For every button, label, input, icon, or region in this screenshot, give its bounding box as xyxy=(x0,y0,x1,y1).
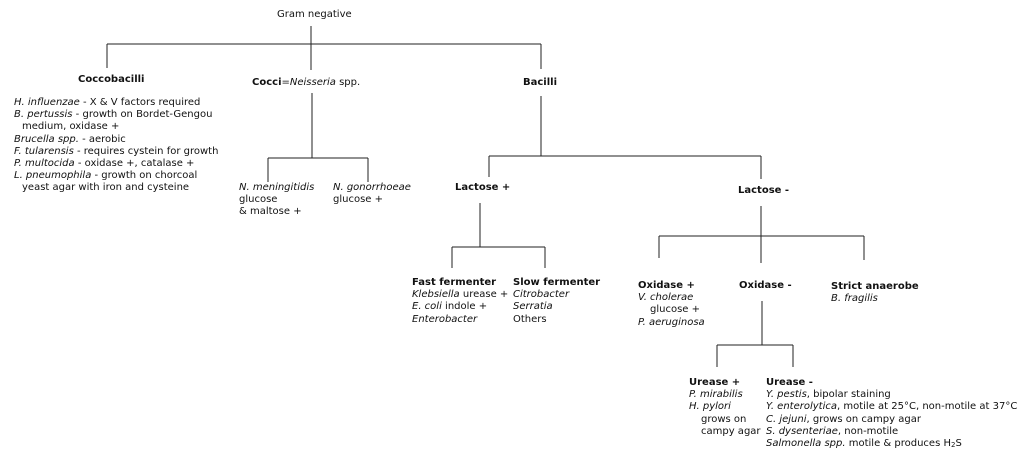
text-label: V. cholerae xyxy=(638,292,694,304)
text-label: S. dysenteriae xyxy=(766,425,838,437)
node-gram-negative: Gram negative xyxy=(277,9,352,21)
text-label: glucose xyxy=(239,194,278,206)
list-item-continuation: yeast agar with iron and cysteine xyxy=(22,182,190,194)
text-label: Oxidase + xyxy=(638,280,695,291)
coccobacilli-list: H. influenzae - X & V factors required B… xyxy=(14,97,218,195)
text-label: - growth on Bordet-Gengou xyxy=(72,109,213,121)
list-item: F. tularensis - requires cystein for gro… xyxy=(14,146,218,158)
list-item: Others xyxy=(513,313,547,325)
gram-negative-label: Gram negative xyxy=(277,9,352,20)
text-label: - requires cystein for growth xyxy=(73,145,219,157)
text-label: campy agar xyxy=(701,425,761,437)
text-label: Y. pestis xyxy=(766,389,807,401)
text-label: glucose + xyxy=(650,304,700,316)
list-item: Serratia xyxy=(513,301,553,313)
list-item: Y. pestis, bipolar staining xyxy=(766,389,1017,401)
text-label: , non-motile xyxy=(837,425,899,437)
text-label: Fast fermenter xyxy=(412,277,497,288)
node-slow-fermenter: Slow fermenter Citrobacter Serratia Othe… xyxy=(513,277,600,326)
text-label: Neisseria xyxy=(289,77,336,88)
node-urease-pos: Urease + P. mirabilis H. pylori grows on… xyxy=(689,377,761,438)
list-item: Citrobacter xyxy=(513,289,570,301)
text-label: spp. xyxy=(335,77,361,88)
text-label: Cocci xyxy=(252,77,282,88)
list-item: B. pertussis - growth on Bordet-Gengou xyxy=(14,109,218,121)
text-label: L. pneumophila xyxy=(14,170,92,182)
list-item: Enterobacter xyxy=(412,314,508,326)
node-urease-neg: Urease - Y. pestis, bipolar staining Y. … xyxy=(766,377,1017,450)
text-label: - growth on chorcoal xyxy=(91,170,198,182)
list-item-continuation: medium, oxidase + xyxy=(22,121,120,133)
text-label: 2 xyxy=(951,441,956,450)
node-fast-fermenter: Fast fermenter Klebsiella urease + E. co… xyxy=(412,277,508,326)
text-label: Urease - xyxy=(766,377,813,388)
text-label: , grows on campy agar xyxy=(806,413,921,425)
text-label: - aerobic xyxy=(78,133,126,145)
list-item: Y. enterolytica, motile at 25°C, non-mot… xyxy=(766,401,1017,413)
text-label: urease + xyxy=(459,289,509,301)
list-item: C. jejuni, grows on campy agar xyxy=(766,414,1017,426)
text-label: H. pylori xyxy=(689,401,731,413)
node-n-meningitidis: N. meningitidis glucose & maltose + xyxy=(239,182,314,219)
node-coccobacilli-title: Coccobacilli xyxy=(78,74,144,86)
node-lactose-neg-title: Lactose - xyxy=(738,185,789,197)
text-label: B. fragilis xyxy=(831,293,878,305)
text-label: indole + xyxy=(441,301,488,313)
node-bacilli-title: Bacilli xyxy=(523,77,557,89)
text-label: Salmonella spp. xyxy=(766,438,846,450)
text-label: Y. enterolytica xyxy=(766,401,837,413)
text-label: Lactose - xyxy=(738,185,790,196)
text-label: = xyxy=(281,77,290,88)
node-strict-anaerobe: Strict anaerobe B. fragilis xyxy=(831,281,919,305)
text-label: Slow fermenter xyxy=(513,277,601,288)
node-oxidase-neg-title: Oxidase - xyxy=(739,280,792,292)
list-item: Salmonella spp. motile & produces H2S xyxy=(766,438,1017,450)
text-label: E. coli xyxy=(412,301,442,313)
text-label: Strict anaerobe xyxy=(831,281,919,292)
text-label: C. jejuni xyxy=(766,413,807,425)
text-label: Brucella spp. xyxy=(14,133,79,145)
text-label: , bipolar staining xyxy=(806,389,891,401)
text-label: P. multocida xyxy=(14,158,75,170)
text-label: - X & V factors required xyxy=(79,97,201,108)
text-label: N. gonorrhoeae xyxy=(333,182,411,193)
text-label: - oxidase +, catalase + xyxy=(74,158,195,170)
text-label: & maltose + xyxy=(239,206,302,218)
text-label: P. aeruginosa xyxy=(638,316,705,328)
text-label: motile & produces H xyxy=(845,438,951,450)
node-cocci-title: Cocci=Neisseria spp. xyxy=(252,77,360,89)
node-n-gonorrhoeae: N. gonorrhoeae glucose + xyxy=(333,182,411,206)
text-label: H. influenzae xyxy=(14,97,80,108)
text-label: N. meningitidis xyxy=(239,182,315,193)
text-label: Coccobacilli xyxy=(78,74,145,85)
text-label: Enterobacter xyxy=(412,313,478,325)
text-label: Urease + xyxy=(689,377,741,388)
node-lactose-pos-title: Lactose + xyxy=(455,182,510,194)
text-label: B. pertussis xyxy=(14,109,73,121)
text-label: glucose + xyxy=(333,194,383,206)
text-label: grows on xyxy=(701,413,747,425)
text-label: Klebsiella xyxy=(412,289,460,301)
list-item: Klebsiella urease + xyxy=(412,289,508,301)
text-label: S xyxy=(955,438,962,450)
list-item: H. influenzae - X & V factors required xyxy=(14,97,218,109)
node-oxidase-pos: Oxidase + V. cholerae glucose + P. aerug… xyxy=(638,280,705,329)
list-item: L. pneumophila - growth on chorcoal xyxy=(14,170,218,182)
list-item: E. coli indole + xyxy=(412,301,508,313)
list-item: S. dysenteriae, non-motile xyxy=(766,426,1017,438)
text-label: Bacilli xyxy=(523,77,558,88)
text-label: P. mirabilis xyxy=(689,389,743,401)
list-item: Brucella spp. - aerobic xyxy=(14,134,218,146)
text-label: Oxidase - xyxy=(739,280,792,291)
text-label: F. tularensis xyxy=(14,145,74,157)
text-label: , motile at 25°C, non-motile at 37°C xyxy=(837,401,1018,413)
text-label: Lactose + xyxy=(455,182,511,193)
list-item: P. multocida - oxidase +, catalase + xyxy=(14,158,218,170)
